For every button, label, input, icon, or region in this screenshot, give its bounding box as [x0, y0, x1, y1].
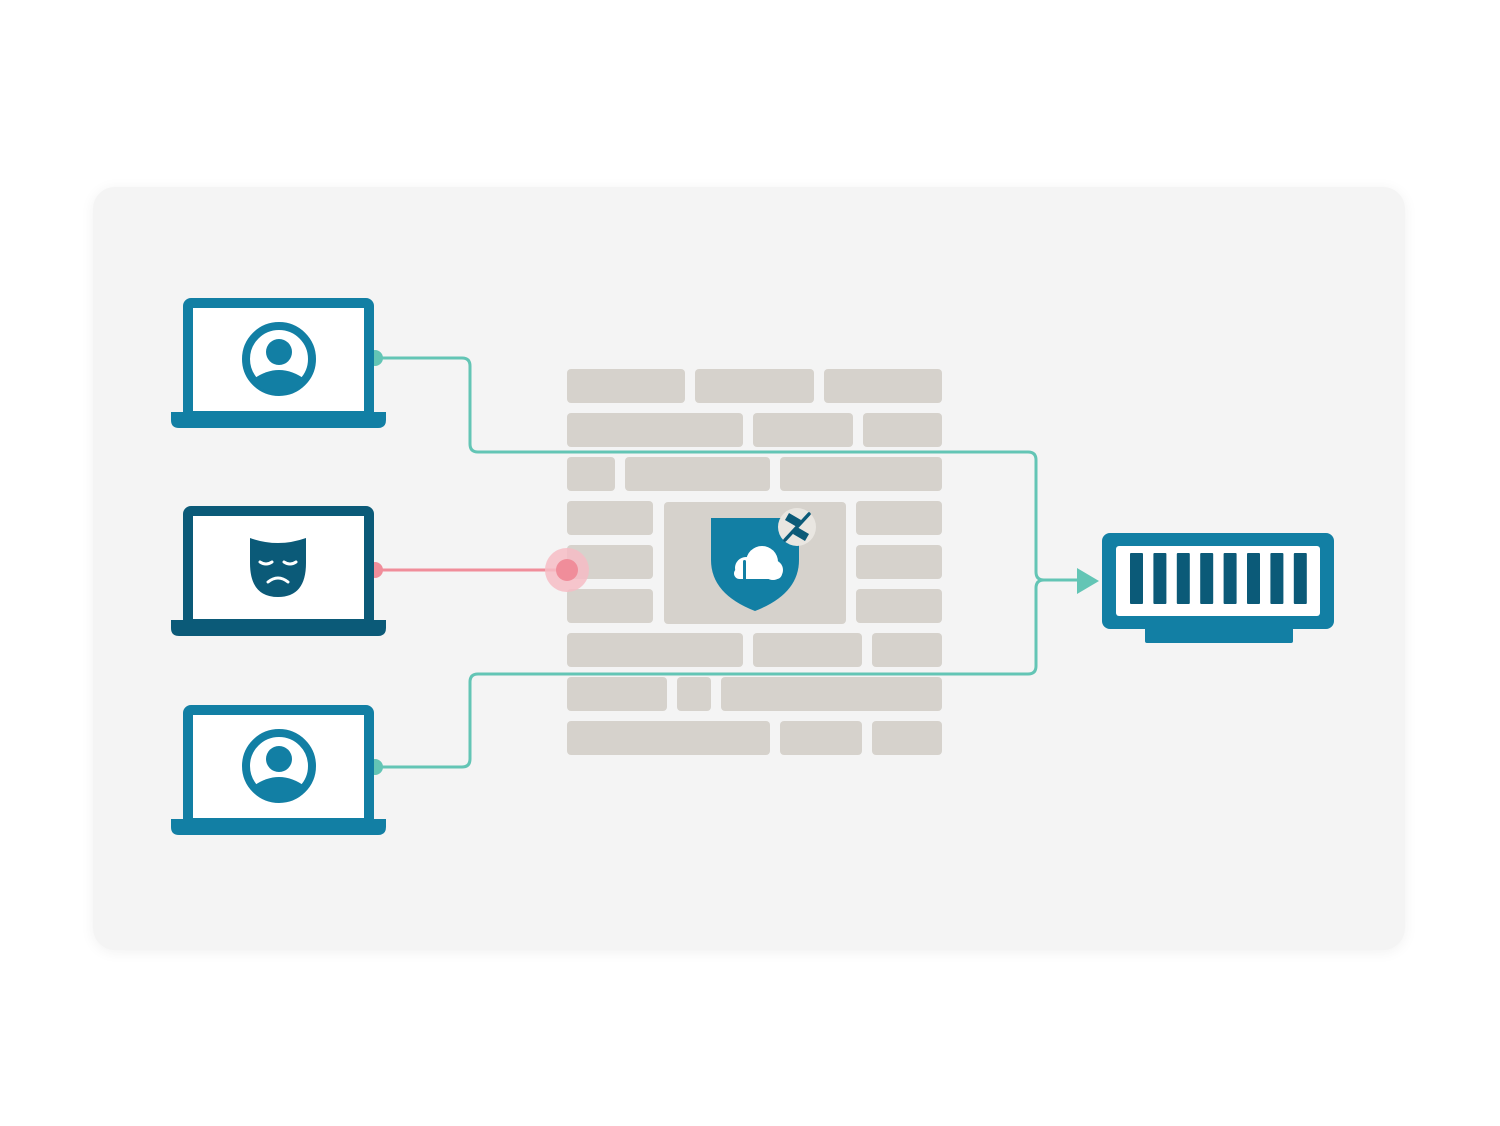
firewall-node [664, 502, 846, 624]
sad-mask-icon [250, 538, 306, 597]
brick [780, 457, 942, 491]
brick [780, 721, 862, 755]
brick [567, 677, 667, 711]
laptop-attacker [171, 506, 386, 636]
brick [753, 413, 853, 447]
server-rack-icon [1102, 533, 1334, 643]
brick [625, 457, 770, 491]
laptop-user-top [171, 298, 386, 428]
server-slot [1153, 553, 1167, 604]
brick [872, 633, 942, 667]
server-slot [1130, 553, 1143, 604]
laptop-user-bottom [171, 705, 386, 835]
server-slot [1293, 553, 1307, 604]
allowed-connection-bottom [374, 578, 1082, 769]
brick [721, 677, 942, 711]
user-icon [242, 322, 316, 396]
server-slot [1176, 553, 1190, 604]
brick [567, 721, 770, 755]
brick [856, 501, 942, 535]
connection-lines [367, 350, 1099, 775]
no-connection-icon [778, 508, 816, 546]
firewall-brick-wall [567, 369, 942, 755]
brick [872, 721, 942, 755]
brick [567, 501, 653, 535]
blocked-point [556, 559, 578, 581]
brick [567, 413, 743, 447]
server-slot [1247, 553, 1260, 604]
brick [856, 545, 942, 579]
arrow-head [1077, 568, 1099, 594]
user-icon [242, 729, 316, 803]
brick [824, 369, 942, 403]
allowed-connection-top [374, 356, 1082, 582]
brick [567, 633, 743, 667]
brick [863, 413, 942, 447]
server-slots [1130, 553, 1307, 604]
server-slot [1200, 553, 1214, 604]
brick [695, 369, 814, 403]
cloud-shield-icon [711, 518, 799, 611]
brick [753, 633, 862, 667]
brick [567, 589, 653, 623]
brick [856, 589, 942, 623]
brick [567, 369, 685, 403]
server-slot [1223, 553, 1237, 604]
server-slot [1270, 553, 1284, 604]
brick [567, 457, 615, 491]
brick [677, 677, 711, 711]
